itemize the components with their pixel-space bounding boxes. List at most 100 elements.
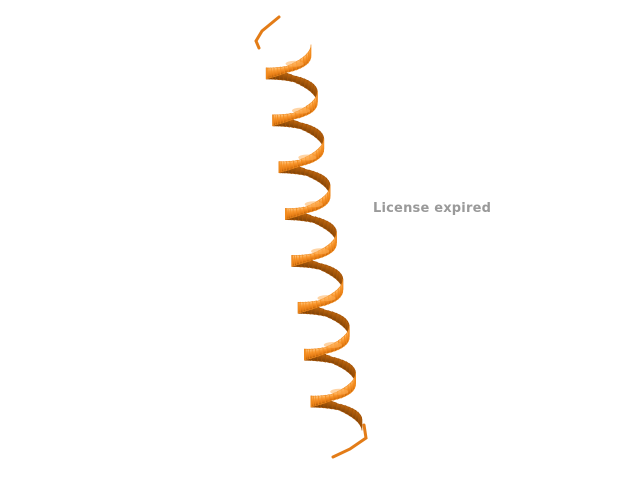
helix-ribbon-front-segment: [311, 348, 316, 359]
helix-ribbon-front-segment: [286, 160, 291, 171]
helix-ribbon-back-segment: [314, 216, 320, 226]
helix-ribbon-front-segment: [315, 395, 319, 406]
helix-ribbon-back-segment: [293, 120, 299, 129]
helix-ribbon-back-segment: [342, 359, 347, 372]
helix-ribbon-back-segment: [308, 169, 314, 179]
helix-ribbon-back-segment: [299, 166, 305, 176]
helix-ribbon-front-segment: [302, 301, 307, 313]
helix-ribbon-back-segment: [312, 260, 318, 270]
helix-ribbon-back-segment: [287, 73, 293, 82]
helix-ribbon-front-segment: [277, 114, 281, 125]
helix-ribbon-back-segment: [302, 122, 308, 132]
helix-ribbon-front-segment: [290, 112, 296, 121]
helix-ribbon-back-segment: [320, 173, 325, 187]
helix-ribbon-back-segment: [318, 307, 325, 317]
helix-ribbon-front-segment: [309, 252, 315, 261]
helix-ribbon-front-segment: [299, 206, 305, 216]
helix-ribbon-back-segment: [310, 81, 314, 96]
helix-highlight: [298, 154, 317, 161]
helix-ribbon-back-segment: [303, 78, 309, 90]
helix-ribbon-back-segment: [310, 125, 315, 137]
helix-highlight: [285, 60, 304, 67]
helix-ribbon-front-segment: [281, 161, 285, 173]
helix-ribbon-back-segment: [323, 309, 329, 318]
helix-ribbon-back-segment: [327, 310, 333, 320]
helix-ribbon-front-segment: [273, 67, 278, 77]
helix-ribbon-back-segment: [361, 416, 363, 431]
helix-ribbon-front-segment: [313, 395, 317, 407]
helix-ribbon-back-segment: [297, 121, 303, 130]
helix-ribbon-front-segment: [308, 348, 313, 359]
helix-ribbon-back-segment: [338, 358, 343, 369]
helix-ribbon-back-segment: [329, 355, 335, 365]
helix-highlight: [292, 107, 310, 114]
helix-ribbon-back-segment: [295, 75, 301, 86]
helix-ribbon-front-segment: [328, 241, 332, 255]
helix-ribbon-back-segment: [342, 315, 346, 330]
helix-ribbon-front-segment: [294, 254, 297, 266]
helix-ribbon-front-segment: [283, 161, 287, 172]
helix-ribbon-front-segment: [305, 253, 311, 263]
helix-ribbon-front-segment: [289, 160, 294, 170]
helix-ribbon-front-segment: [295, 207, 301, 217]
helix-ribbon-front-segment: [337, 285, 341, 301]
helix-ribbon-front-segment: [318, 395, 323, 406]
helix-ribbon-front-segment: [321, 394, 326, 405]
helix-ribbon-back-segment: [316, 262, 322, 271]
helix-ribbon-back-segment: [307, 79, 312, 93]
helix-highlight: [323, 342, 342, 348]
helix-ribbon-front-segment: [334, 288, 339, 302]
helix-ribbon-front-segment: [315, 347, 320, 358]
helix-ribbon-front-segment: [305, 51, 309, 66]
c-terminus-tail: [331, 423, 368, 459]
helix-ribbon-front-segment: [279, 113, 284, 124]
helix-ribbon-front-segment: [274, 114, 278, 126]
helix-ribbon-back-segment: [331, 401, 337, 411]
helix-ribbon-front-segment: [297, 158, 302, 168]
helix-ribbon-front-segment: [343, 332, 347, 347]
helix-ribbon-back-segment: [352, 407, 357, 421]
helix-ribbon-front-segment: [312, 300, 317, 310]
helix-ribbon-back-segment: [329, 265, 334, 278]
helix-ribbon-front-segment: [280, 66, 285, 75]
helix-ribbon-back-segment: [333, 267, 337, 280]
helix-ribbon-back-segment: [310, 215, 316, 224]
helix-ribbon-back-segment: [344, 404, 350, 416]
helix-ribbon-front-segment: [318, 145, 322, 160]
helix-highlight: [311, 248, 330, 255]
helix-ribbon-front-segment: [308, 301, 313, 311]
helix-ribbon-back-segment: [323, 175, 327, 189]
helix-ribbon-back-segment: [331, 311, 337, 322]
helix-ribbon-back-segment: [312, 170, 318, 182]
helix-ribbon-front-segment: [305, 301, 310, 312]
helix-ribbon-back-segment: [348, 362, 353, 377]
helix-front-segments: [265, 44, 356, 408]
helix-ribbon-front-segment: [312, 98, 316, 113]
helix-ribbon-back-segment: [321, 263, 327, 273]
helix-ribbon-back-segment: [299, 76, 305, 88]
helix-ribbon-front-segment: [318, 347, 324, 356]
helix-ribbon-front-segment: [350, 379, 354, 394]
helix-ribbon-front-segment: [289, 207, 294, 219]
helix-ribbon-front-segment: [276, 66, 282, 76]
helix-ribbon-front-segment: [316, 299, 321, 308]
helix-highlight: [304, 201, 323, 208]
helix-ribbon-front-segment: [283, 113, 288, 123]
helix-ribbon-front-segment: [300, 301, 304, 313]
helix-ribbon-front-segment: [322, 194, 326, 208]
helix-ribbon-front-segment: [286, 112, 292, 122]
helix-ribbon-back-segment: [326, 220, 331, 233]
helix-ribbon-back-segment: [334, 356, 339, 367]
helix-ribbon-back-segment: [336, 402, 342, 412]
helix-ribbon-front-segment: [268, 67, 272, 79]
helix-ribbon-back-segment: [316, 171, 322, 184]
helix-ribbon-back-segment: [325, 354, 331, 364]
helix-ribbon-back-segment: [313, 126, 318, 140]
helix-ribbon-back-segment: [317, 128, 321, 142]
helix-ribbon-front-segment: [302, 54, 307, 68]
helix-termini: [254, 15, 368, 459]
helix-ribbon-back-segment: [340, 403, 346, 414]
helix-ribbon-back-segment: [335, 312, 341, 325]
